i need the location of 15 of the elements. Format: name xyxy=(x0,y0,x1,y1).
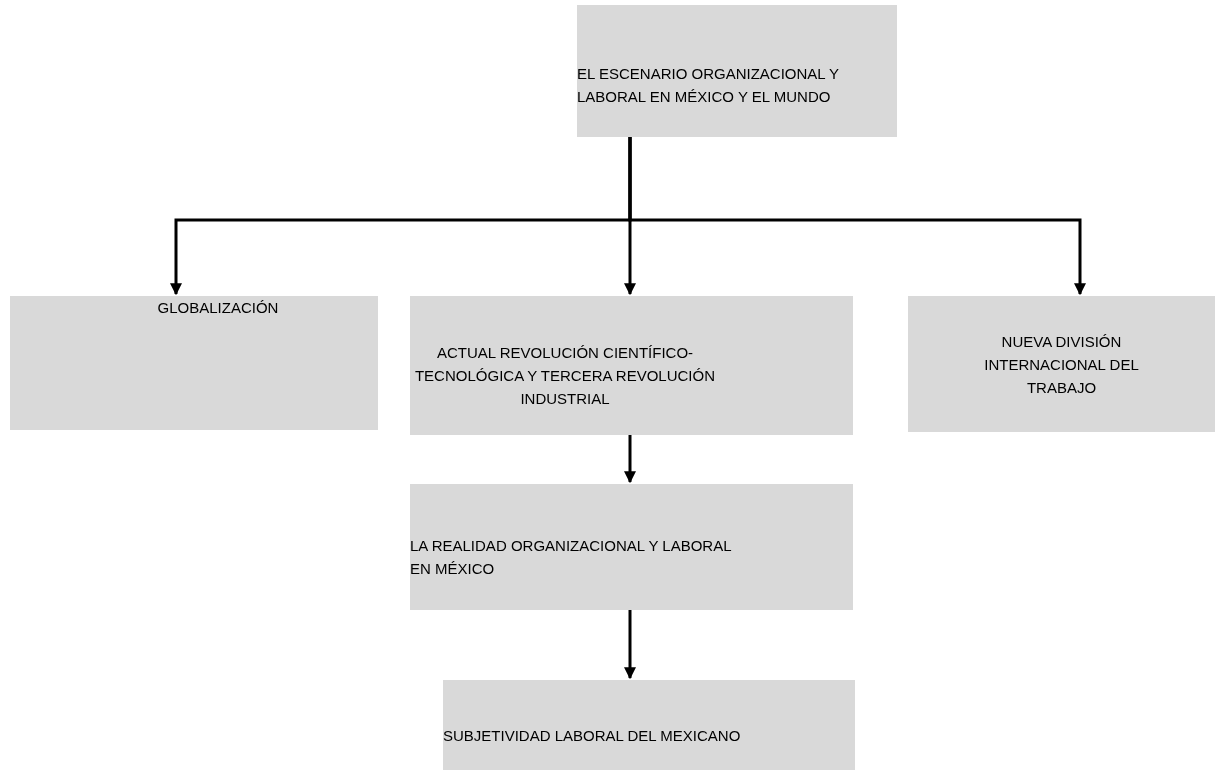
process-box xyxy=(908,296,1215,432)
process-box xyxy=(577,5,897,137)
box-label: LA REALIDAD ORGANIZACIONAL Y LABORAL EN MÉXICO xyxy=(410,536,732,579)
process-box xyxy=(443,680,855,770)
process-box xyxy=(410,296,853,435)
arrow xyxy=(628,137,1086,296)
box-label: SUBJETIVIDAD LABORAL DEL MEXICANO xyxy=(443,725,741,746)
box-label: NUEVA DIVISIÓN INTERNACIONAL DEL TRABAJO xyxy=(983,331,1140,398)
arrow xyxy=(624,610,636,680)
box-label: GLOBALIZACIÓN xyxy=(157,298,279,318)
box-label: ACTUAL REVOLUCIÓN CIENTÍFICO-TECNOLÓGICA Y TERCERA REVOLUCIÓN INDUSTRIAL xyxy=(413,343,717,409)
arrow xyxy=(624,435,636,484)
process-box xyxy=(410,484,853,610)
process-box xyxy=(10,296,378,430)
box-label: EL ESCENARIO ORGANIZACIONAL Y LABORAL EN MÉXICO Y EL MUNDO xyxy=(577,64,840,107)
